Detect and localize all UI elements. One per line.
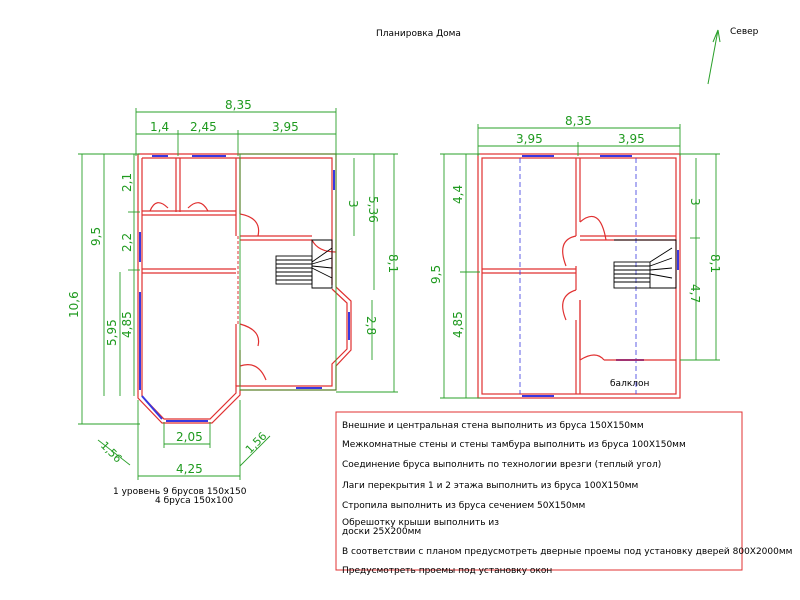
- balcony-label: балклон: [610, 379, 650, 389]
- floor-1-walls: [137, 153, 352, 424]
- f1-dim-seg-1: 1,4: [150, 120, 169, 134]
- f2-dim-seg-1: 3,95: [516, 132, 543, 146]
- f1-dim-bay-205: 2,05: [176, 430, 203, 444]
- f1-dim-right-3: 3: [346, 200, 360, 208]
- north-label: Север: [730, 27, 759, 37]
- f1-dim-right-536: 5,36: [366, 196, 380, 223]
- f1-dim-right-81: 8,1: [386, 254, 400, 273]
- f1-dim-right-28: 2,8: [364, 316, 378, 335]
- note-8: В соответствии с планом предусмотреть дв…: [342, 547, 792, 557]
- f1-dim-room-2: 2,2: [120, 233, 134, 252]
- construction-notes: Внешние и центральная стена выполнить из…: [335, 411, 792, 576]
- floor-2-doors: [562, 215, 676, 361]
- f1-dim-left-lower: 5,95: [105, 319, 119, 346]
- floor-1-stairs: [275, 239, 333, 289]
- note-7: доски 25Х200мм: [342, 527, 421, 537]
- note-2: Межкомнатные стены и стены тамбура выпол…: [342, 440, 686, 450]
- notes-frame: [335, 411, 743, 571]
- f1-dim-room-1: 2,1: [120, 173, 134, 192]
- floor-2-stairs: [613, 239, 677, 289]
- floor-2-plan: балклон 8,35 3,95 3,95 9,5 4,4 4,85 3 4,…: [429, 114, 722, 399]
- f2-dim-seg-2: 3,95: [618, 132, 645, 146]
- f1-dim-room-3: 4,85: [120, 311, 134, 338]
- f2-dim-left-485: 4,85: [451, 311, 465, 338]
- f2-dim-right-47: 4,7: [688, 284, 702, 303]
- note-4: Лаги перекрытия 1 и 2 этажа выполнить из…: [342, 481, 638, 491]
- floor-2-dimensions: 8,35 3,95 3,95 9,5 4,4 4,85 3 4,7 8,1: [429, 114, 722, 399]
- f1-dim-seg-3: 3,95: [272, 120, 299, 134]
- floor-1-windows: [139, 155, 350, 422]
- f1-dim-left-total: 10,6: [67, 291, 81, 318]
- floor-2-ridge-lines: [519, 158, 637, 394]
- note-5: Стропила выполнить из бруса сечением 50Х…: [342, 501, 585, 511]
- note-9: Предусмотреть проемы под установку окон: [342, 566, 552, 576]
- f2-dim-right-81: 8,1: [708, 254, 722, 273]
- drawing-title: Планировка Дома: [376, 29, 461, 39]
- note-6: Обрешотку крыши выполнить из: [342, 518, 499, 528]
- f1-dim-bay-425: 4,25: [176, 462, 203, 476]
- f1-dim-seg-2: 2,45: [190, 120, 217, 134]
- floor-1-plan: 8,35 1,4 2,45 3,95 10,6 9,5 5,95 2,1 2,2…: [67, 98, 400, 480]
- f1-dim-bay-right: 1,56: [243, 430, 270, 457]
- f1-dim-bay-left: 1,56: [98, 439, 125, 466]
- f1-dim-total: 8,35: [225, 98, 252, 112]
- f1-dim-left-mid: 9,5: [89, 227, 103, 246]
- floor-1-doors: [149, 202, 337, 381]
- beam-note-line-2: 4 бруса 150х100: [155, 496, 233, 506]
- f2-dim-left-44: 4,4: [451, 185, 465, 204]
- beam-note-line-1: 1 уровень 9 брусов 150х150: [113, 487, 247, 497]
- f2-dim-total: 8,35: [565, 114, 592, 128]
- floor-1-dimensions: 8,35 1,4 2,45 3,95 10,6 9,5 5,95 2,1 2,2…: [67, 98, 400, 480]
- note-3: Соединение бруса выполнить по технологии…: [342, 460, 661, 470]
- f2-dim-left-95: 9,5: [429, 265, 443, 284]
- note-1: Внешние и центральная стена выполнить из…: [342, 421, 644, 431]
- north-arrow: Север: [707, 27, 759, 85]
- f2-dim-right-3: 3: [688, 198, 702, 206]
